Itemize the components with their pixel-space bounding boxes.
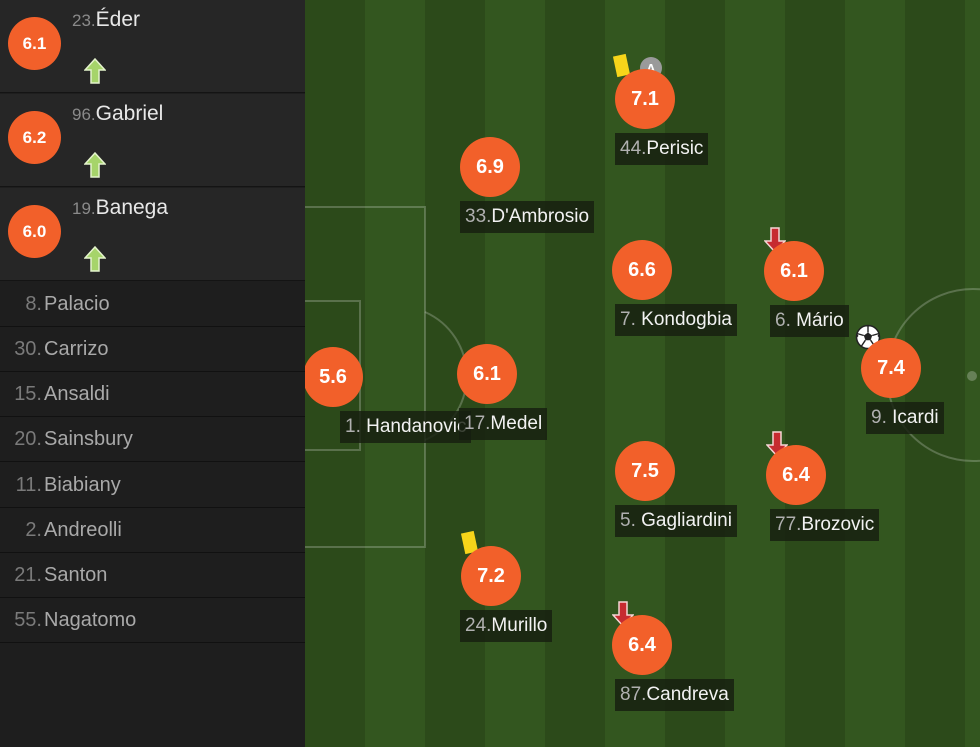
substitute-row-gabriel[interactable]: 6.2 96.Gabriel bbox=[0, 94, 305, 187]
player-name: Gagliardini bbox=[641, 510, 732, 531]
player-label: 6. Mário bbox=[770, 305, 849, 337]
player-label: 77.Brozovic bbox=[770, 509, 880, 541]
bench-row-palacio[interactable]: 8.Palacio bbox=[0, 282, 305, 327]
bench-row-carrizo[interactable]: 30.Carrizo bbox=[0, 327, 305, 372]
player-label: 87.Candreva bbox=[615, 679, 734, 711]
arrow-up-icon bbox=[84, 152, 106, 178]
player-number: 1. bbox=[345, 416, 361, 437]
player-name: Kondogbia bbox=[641, 309, 733, 330]
player-name: Palacio bbox=[44, 293, 110, 315]
player-number: 30. bbox=[14, 338, 42, 360]
rating-badge: 7.2 bbox=[461, 546, 521, 606]
player-number: 15. bbox=[14, 383, 42, 405]
player-number: 21. bbox=[14, 564, 42, 586]
player-name: Ansaldi bbox=[44, 383, 110, 405]
player-number: 6. bbox=[775, 310, 791, 331]
rating-badge: 7.4 bbox=[861, 338, 921, 398]
arrow-up-icon bbox=[84, 246, 106, 272]
substitute-row-eder[interactable]: 6.1 23.Éder bbox=[0, 0, 305, 93]
rating-badge: 6.0 bbox=[8, 205, 61, 258]
rating-badge: 6.2 bbox=[8, 111, 61, 164]
pitch: 5.6 1. Handanovic 6.1 17.Medel 6.9 33.D'… bbox=[305, 0, 980, 747]
player-name: Mário bbox=[796, 310, 844, 331]
player-name: D'Ambrosio bbox=[491, 206, 590, 227]
rating-badge: 6.4 bbox=[612, 615, 672, 675]
player-label: 7. Kondogbia bbox=[615, 304, 738, 336]
player-name: Nagatomo bbox=[44, 609, 137, 631]
lineup-sidebar: 6.1 23.Éder 6.2 96.Gabriel 6.0 19.Banega… bbox=[0, 0, 305, 747]
player-label: 33.D'Ambrosio bbox=[460, 201, 595, 233]
substitute-row-banega[interactable]: 6.0 19.Banega bbox=[0, 188, 305, 281]
player-label: 96.Gabriel bbox=[72, 102, 163, 126]
rating-badge: 7.1 bbox=[615, 69, 675, 129]
rating-badge: 5.6 bbox=[305, 347, 363, 407]
player-name: Biabiany bbox=[44, 474, 121, 496]
player-name: Medel bbox=[490, 413, 543, 434]
player-name: Carrizo bbox=[44, 338, 109, 360]
player-number: 8. bbox=[25, 293, 42, 315]
player-name: Brozovic bbox=[801, 514, 875, 535]
player-number: 11. bbox=[15, 474, 42, 496]
bench-row-ansaldi[interactable]: 15.Ansaldi bbox=[0, 372, 305, 417]
player-name: Perisic bbox=[646, 138, 704, 159]
player-name: Candreva bbox=[646, 684, 729, 705]
player-number: 55. bbox=[14, 609, 42, 631]
player-label: 9. Icardi bbox=[866, 402, 944, 434]
player-number: 87. bbox=[620, 684, 647, 705]
player-label: 5. Gagliardini bbox=[615, 505, 737, 537]
player-number: 33. bbox=[465, 206, 492, 227]
rating-badge: 6.4 bbox=[766, 445, 826, 505]
player-number: 17. bbox=[464, 413, 491, 434]
bench-row-nagatomo[interactable]: 55.Nagatomo bbox=[0, 598, 305, 643]
bench-row-biabiany[interactable]: 11.Biabiany bbox=[0, 463, 305, 508]
player-number: 77. bbox=[775, 514, 802, 535]
player-name: Andreolli bbox=[44, 519, 122, 541]
player-name: Banega bbox=[95, 196, 169, 219]
player-name: Éder bbox=[95, 8, 140, 31]
player-number: 7. bbox=[620, 309, 636, 330]
player-name: Icardi bbox=[892, 407, 939, 428]
player-name: Sainsbury bbox=[44, 428, 133, 450]
player-number: 19. bbox=[72, 199, 96, 218]
player-number: 2. bbox=[25, 519, 42, 541]
player-name: Santon bbox=[44, 564, 108, 586]
bench-row-sainsbury[interactable]: 20.Sainsbury bbox=[0, 417, 305, 462]
rating-badge: 6.9 bbox=[460, 137, 520, 197]
arrow-up-icon bbox=[84, 58, 106, 84]
bench-row-santon[interactable]: 21.Santon bbox=[0, 553, 305, 598]
player-label: 19.Banega bbox=[72, 196, 168, 220]
player-number: 9. bbox=[871, 407, 887, 428]
player-number: 5. bbox=[620, 510, 636, 531]
player-label: 1. Handanovic bbox=[340, 411, 472, 443]
player-number: 24. bbox=[465, 615, 492, 636]
player-label: 24.Murillo bbox=[460, 610, 553, 642]
rating-badge: 6.1 bbox=[457, 344, 517, 404]
rating-badge: 6.6 bbox=[612, 240, 672, 300]
rating-badge: 7.5 bbox=[615, 441, 675, 501]
rating-badge: 6.1 bbox=[764, 241, 824, 301]
player-label: 17.Medel bbox=[459, 408, 548, 440]
bench-row-andreolli[interactable]: 2.Andreolli bbox=[0, 508, 305, 553]
player-number: 23. bbox=[72, 11, 96, 30]
player-name: Gabriel bbox=[95, 102, 164, 125]
player-number: 96. bbox=[72, 105, 96, 124]
player-name: Handanovic bbox=[366, 416, 467, 437]
rating-badge: 6.1 bbox=[8, 17, 61, 70]
player-number: 20. bbox=[14, 428, 42, 450]
player-label: 44.Perisic bbox=[615, 133, 709, 165]
player-name: Murillo bbox=[491, 615, 548, 636]
player-number: 44. bbox=[620, 138, 647, 159]
player-label: 23.Éder bbox=[72, 8, 140, 32]
